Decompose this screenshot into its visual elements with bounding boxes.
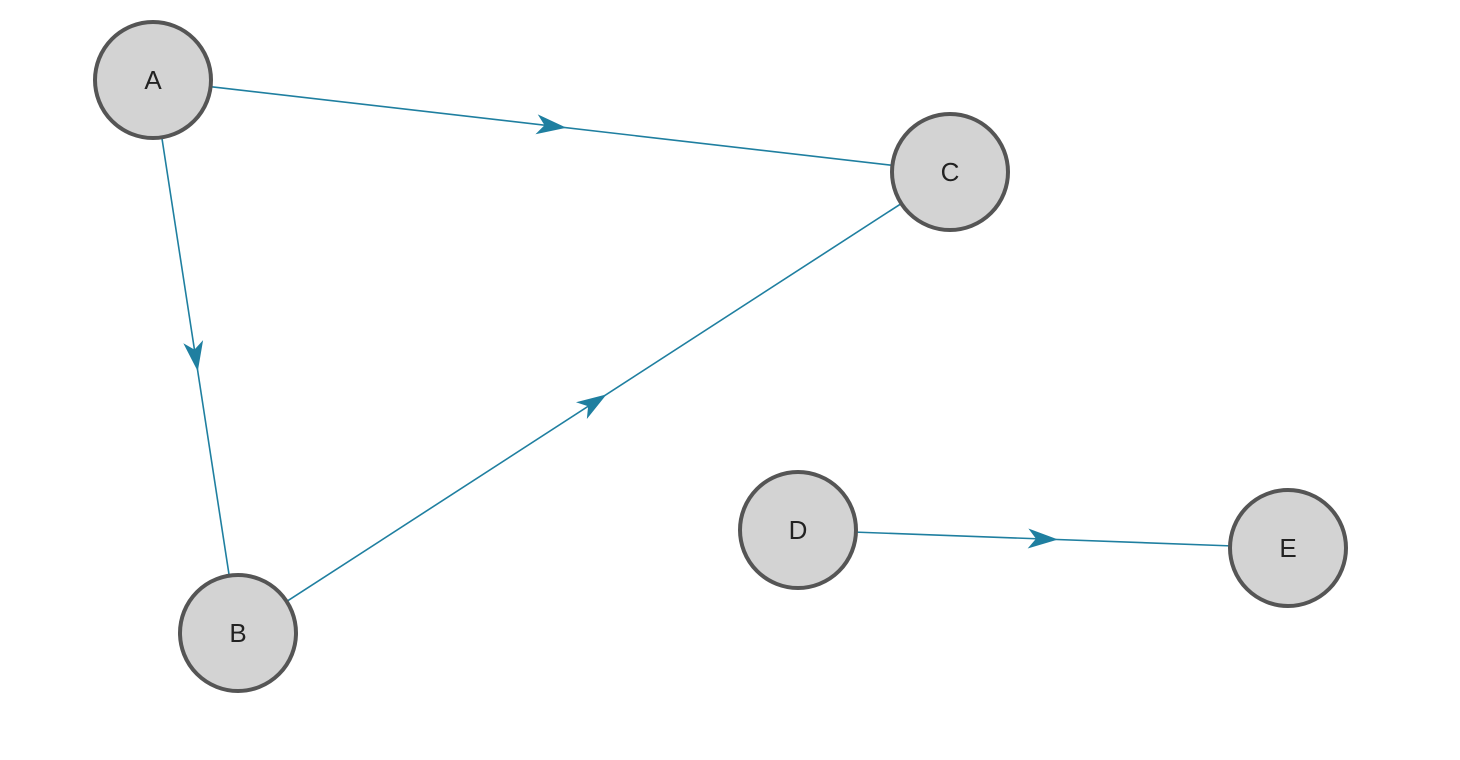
node-circle[interactable] [178, 573, 298, 693]
arrowhead-icon [183, 340, 204, 372]
node-b[interactable]: B [178, 573, 298, 693]
node-circle[interactable] [93, 20, 213, 140]
edge-d-e [855, 528, 1231, 549]
node-label: A [144, 65, 162, 95]
node-c[interactable]: C [890, 112, 1010, 232]
edge-a-b [161, 137, 230, 576]
node-label: B [229, 618, 246, 648]
node-label: C [941, 157, 960, 187]
node-label: E [1279, 533, 1296, 563]
arrowhead-icon [575, 394, 607, 420]
arrowhead-icon [535, 114, 567, 135]
node-circle[interactable] [1228, 488, 1348, 608]
node-d[interactable]: D [738, 470, 858, 590]
nodes-layer: A B C D E [93, 20, 1348, 693]
node-label: D [789, 515, 808, 545]
edge-a-c [210, 85, 893, 167]
node-a[interactable]: A [93, 20, 213, 140]
arrowhead-icon [1027, 528, 1058, 549]
node-e[interactable]: E [1228, 488, 1348, 608]
node-circle[interactable] [890, 112, 1010, 232]
node-circle[interactable] [738, 470, 858, 590]
edges-layer [161, 85, 1231, 603]
edge-b-c [286, 202, 902, 603]
